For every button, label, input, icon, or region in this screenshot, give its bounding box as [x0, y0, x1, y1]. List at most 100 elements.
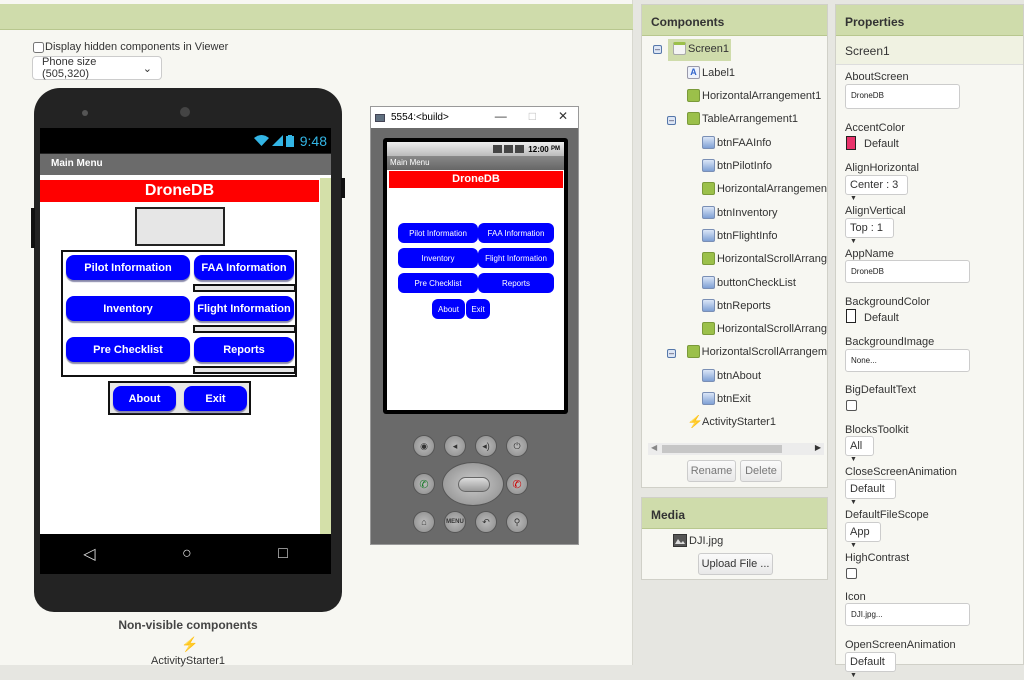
- accent-color-swatch[interactable]: [846, 136, 856, 150]
- media-file-dji[interactable]: DJI.jpg: [673, 534, 723, 547]
- aboutscreen-textarea[interactable]: DroneDB: [845, 84, 960, 109]
- emulator-clock-ampm: PM: [551, 146, 560, 152]
- emulator-title: 5554:<build>: [391, 112, 449, 123]
- tree-item-screen1[interactable]: Screen1: [673, 42, 729, 55]
- scrollbar-thumb[interactable]: [662, 445, 782, 453]
- tree-item-horizontalarrangement[interactable]: HorizontalArrangemen: [702, 182, 827, 195]
- call-key-icon[interactable]: ✆: [413, 473, 435, 495]
- blockstoolkit-select[interactable]: All ▼: [845, 436, 874, 463]
- close-icon[interactable]: ✕: [557, 109, 568, 123]
- tree-item-horizontalscrollarrangement[interactable]: HorizontalScrollArrang: [702, 322, 827, 335]
- minimize-icon[interactable]: —: [494, 109, 507, 123]
- inventory-button[interactable]: Inventory: [66, 296, 190, 321]
- viewer-header: [0, 4, 633, 30]
- volume-down-key-icon[interactable]: ◂: [444, 435, 466, 457]
- horizontal-scroll-arrangement-spacer[interactable]: [193, 325, 296, 333]
- phone-title-bar: Main Menu: [40, 154, 331, 175]
- tree-item-btnabout[interactable]: btnAbout: [702, 369, 761, 382]
- collapse-tablearrangement1-icon[interactable]: –: [667, 115, 676, 125]
- emu-inventory-button[interactable]: Inventory: [398, 248, 478, 268]
- about-button[interactable]: About: [113, 386, 176, 411]
- wifi-icon: [253, 135, 269, 146]
- background-color-value[interactable]: Default: [864, 312, 899, 324]
- collapse-screen1-icon[interactable]: –: [653, 44, 662, 54]
- prop-label-highcontrast: HighContrast: [845, 552, 910, 564]
- horizontal-scroll-arrangement-bottom[interactable]: About Exit: [108, 381, 251, 415]
- tree-item-btnreports[interactable]: btnReports: [702, 299, 771, 312]
- emu-pre-checklist-button[interactable]: Pre Checklist: [398, 273, 478, 293]
- emu-reports-button[interactable]: Reports: [478, 273, 554, 293]
- table-arrangement1[interactable]: Pilot Information FAA Information Invent…: [61, 250, 297, 377]
- emulator-screen: 12:00 PM Main Menu DroneDB Pilot Informa…: [387, 142, 564, 410]
- faa-information-button[interactable]: FAA Information: [194, 255, 294, 280]
- phone-size-select[interactable]: Phone size (505,320) ⌄: [32, 56, 162, 80]
- pre-checklist-button[interactable]: Pre Checklist: [66, 337, 190, 362]
- bigdefaulttext-checkbox[interactable]: [846, 400, 857, 411]
- horizontal-arrangement-icon: [702, 182, 715, 195]
- icon-picker[interactable]: DJI.jpg...: [845, 603, 970, 626]
- phone-size-value: Phone size (505,320): [42, 56, 97, 80]
- tree-item-btnfaainfo[interactable]: btnFAAInfo: [702, 136, 771, 149]
- maximize-icon[interactable]: □: [528, 109, 536, 123]
- highcontrast-checkbox[interactable]: [846, 568, 857, 579]
- scroll-right-icon[interactable]: ▶: [814, 443, 821, 452]
- tree-item-horizontalscrollarrangement[interactable]: HorizontalScrollArrang: [702, 252, 827, 265]
- exit-button[interactable]: Exit: [184, 386, 247, 411]
- appname-input[interactable]: DroneDB: [845, 260, 970, 283]
- tree-item-btnexit[interactable]: btnExit: [702, 392, 751, 405]
- upload-file-button[interactable]: Upload File ...: [698, 553, 773, 575]
- horizontal-arrangement-spacer[interactable]: [193, 284, 296, 292]
- horizontal-arrangement-icon: [687, 89, 700, 102]
- dpad-center[interactable]: [458, 477, 490, 492]
- rename-button[interactable]: Rename: [687, 460, 736, 482]
- hidden-components-checkbox[interactable]: [33, 41, 44, 53]
- tree-item-horizontalscrollarrangement-bottom[interactable]: HorizontalScrollArrangem: [687, 345, 827, 358]
- activity-starter-item[interactable]: ActivityStarter1: [151, 655, 225, 667]
- alignvertical-select[interactable]: Top : 1 ▼: [845, 218, 894, 245]
- volume-up-key-icon[interactable]: ◂): [475, 435, 497, 457]
- closescreenanimation-select[interactable]: Default ▼: [845, 479, 896, 506]
- alignhorizontal-select[interactable]: Center : 3 ▼: [845, 175, 908, 202]
- power-key-icon[interactable]: ⏻: [506, 435, 528, 457]
- accent-color-value[interactable]: Default: [864, 138, 899, 150]
- backgroundimage-picker[interactable]: None...: [845, 349, 970, 372]
- horizontal-arrangement1[interactable]: [135, 207, 225, 246]
- search-key-icon[interactable]: ⚲: [506, 511, 528, 533]
- reports-button[interactable]: Reports: [194, 337, 294, 362]
- emu-faa-information-button[interactable]: FAA Information: [478, 223, 554, 243]
- horizontal-scroll-arrangement-spacer[interactable]: [193, 366, 296, 374]
- emulator-keypad: ◉ ◂ ◂) ⏻ ✆ ✆ ⌂ MENU ↶ ⚲: [371, 427, 578, 544]
- home-key-icon[interactable]: ⌂: [413, 511, 435, 533]
- tree-item-tablearrangement1[interactable]: TableArrangement1: [687, 112, 798, 125]
- dpad[interactable]: [442, 462, 504, 506]
- emu-exit-button[interactable]: Exit: [466, 299, 490, 319]
- scroll-left-icon[interactable]: ◀: [651, 443, 658, 452]
- flight-information-button[interactable]: Flight Information: [194, 296, 294, 321]
- tree-item-horizontalarrangement1[interactable]: HorizontalArrangement1: [687, 89, 827, 102]
- tree-item-activitystarter1[interactable]: ⚡ActivityStarter1: [687, 415, 776, 428]
- delete-button[interactable]: Delete: [740, 460, 782, 482]
- openscreenanimation-select[interactable]: Default ▼: [845, 652, 896, 679]
- defaultfilescope-select[interactable]: App ▼: [845, 522, 881, 549]
- back-key-icon[interactable]: ↶: [475, 511, 497, 533]
- tree-item-buttonchecklist[interactable]: buttonCheckList: [702, 276, 796, 289]
- emu-flight-information-button[interactable]: Flight Information: [478, 248, 554, 268]
- components-horizontal-scrollbar[interactable]: ◀ ▶: [648, 443, 824, 455]
- tree-item-btnflightinfo[interactable]: btnFlightInfo: [702, 229, 778, 242]
- emu-about-button[interactable]: About: [432, 299, 465, 319]
- tree-item-btnpilotinfo[interactable]: btnPilotInfo: [702, 159, 772, 172]
- emulator-clock: 12:00: [528, 144, 549, 154]
- display-hidden-components-checkbox[interactable]: Display hidden components in Viewer: [33, 41, 228, 53]
- tree-item-btninventory[interactable]: btnInventory: [702, 206, 778, 219]
- label1-dronedb[interactable]: DroneDB: [40, 180, 319, 202]
- prop-label-alignvertical: AlignVertical: [845, 205, 906, 217]
- emu-pilot-information-button[interactable]: Pilot Information: [398, 223, 478, 243]
- end-call-key-icon[interactable]: ✆: [506, 473, 528, 495]
- camera-key-icon[interactable]: ◉: [413, 435, 435, 457]
- phone-sensor: [82, 110, 88, 116]
- collapse-horizontalscrollarrangement-icon[interactable]: –: [667, 348, 676, 358]
- menu-key[interactable]: MENU: [444, 511, 466, 533]
- pilot-information-button[interactable]: Pilot Information: [66, 255, 190, 280]
- background-color-swatch[interactable]: [846, 309, 856, 323]
